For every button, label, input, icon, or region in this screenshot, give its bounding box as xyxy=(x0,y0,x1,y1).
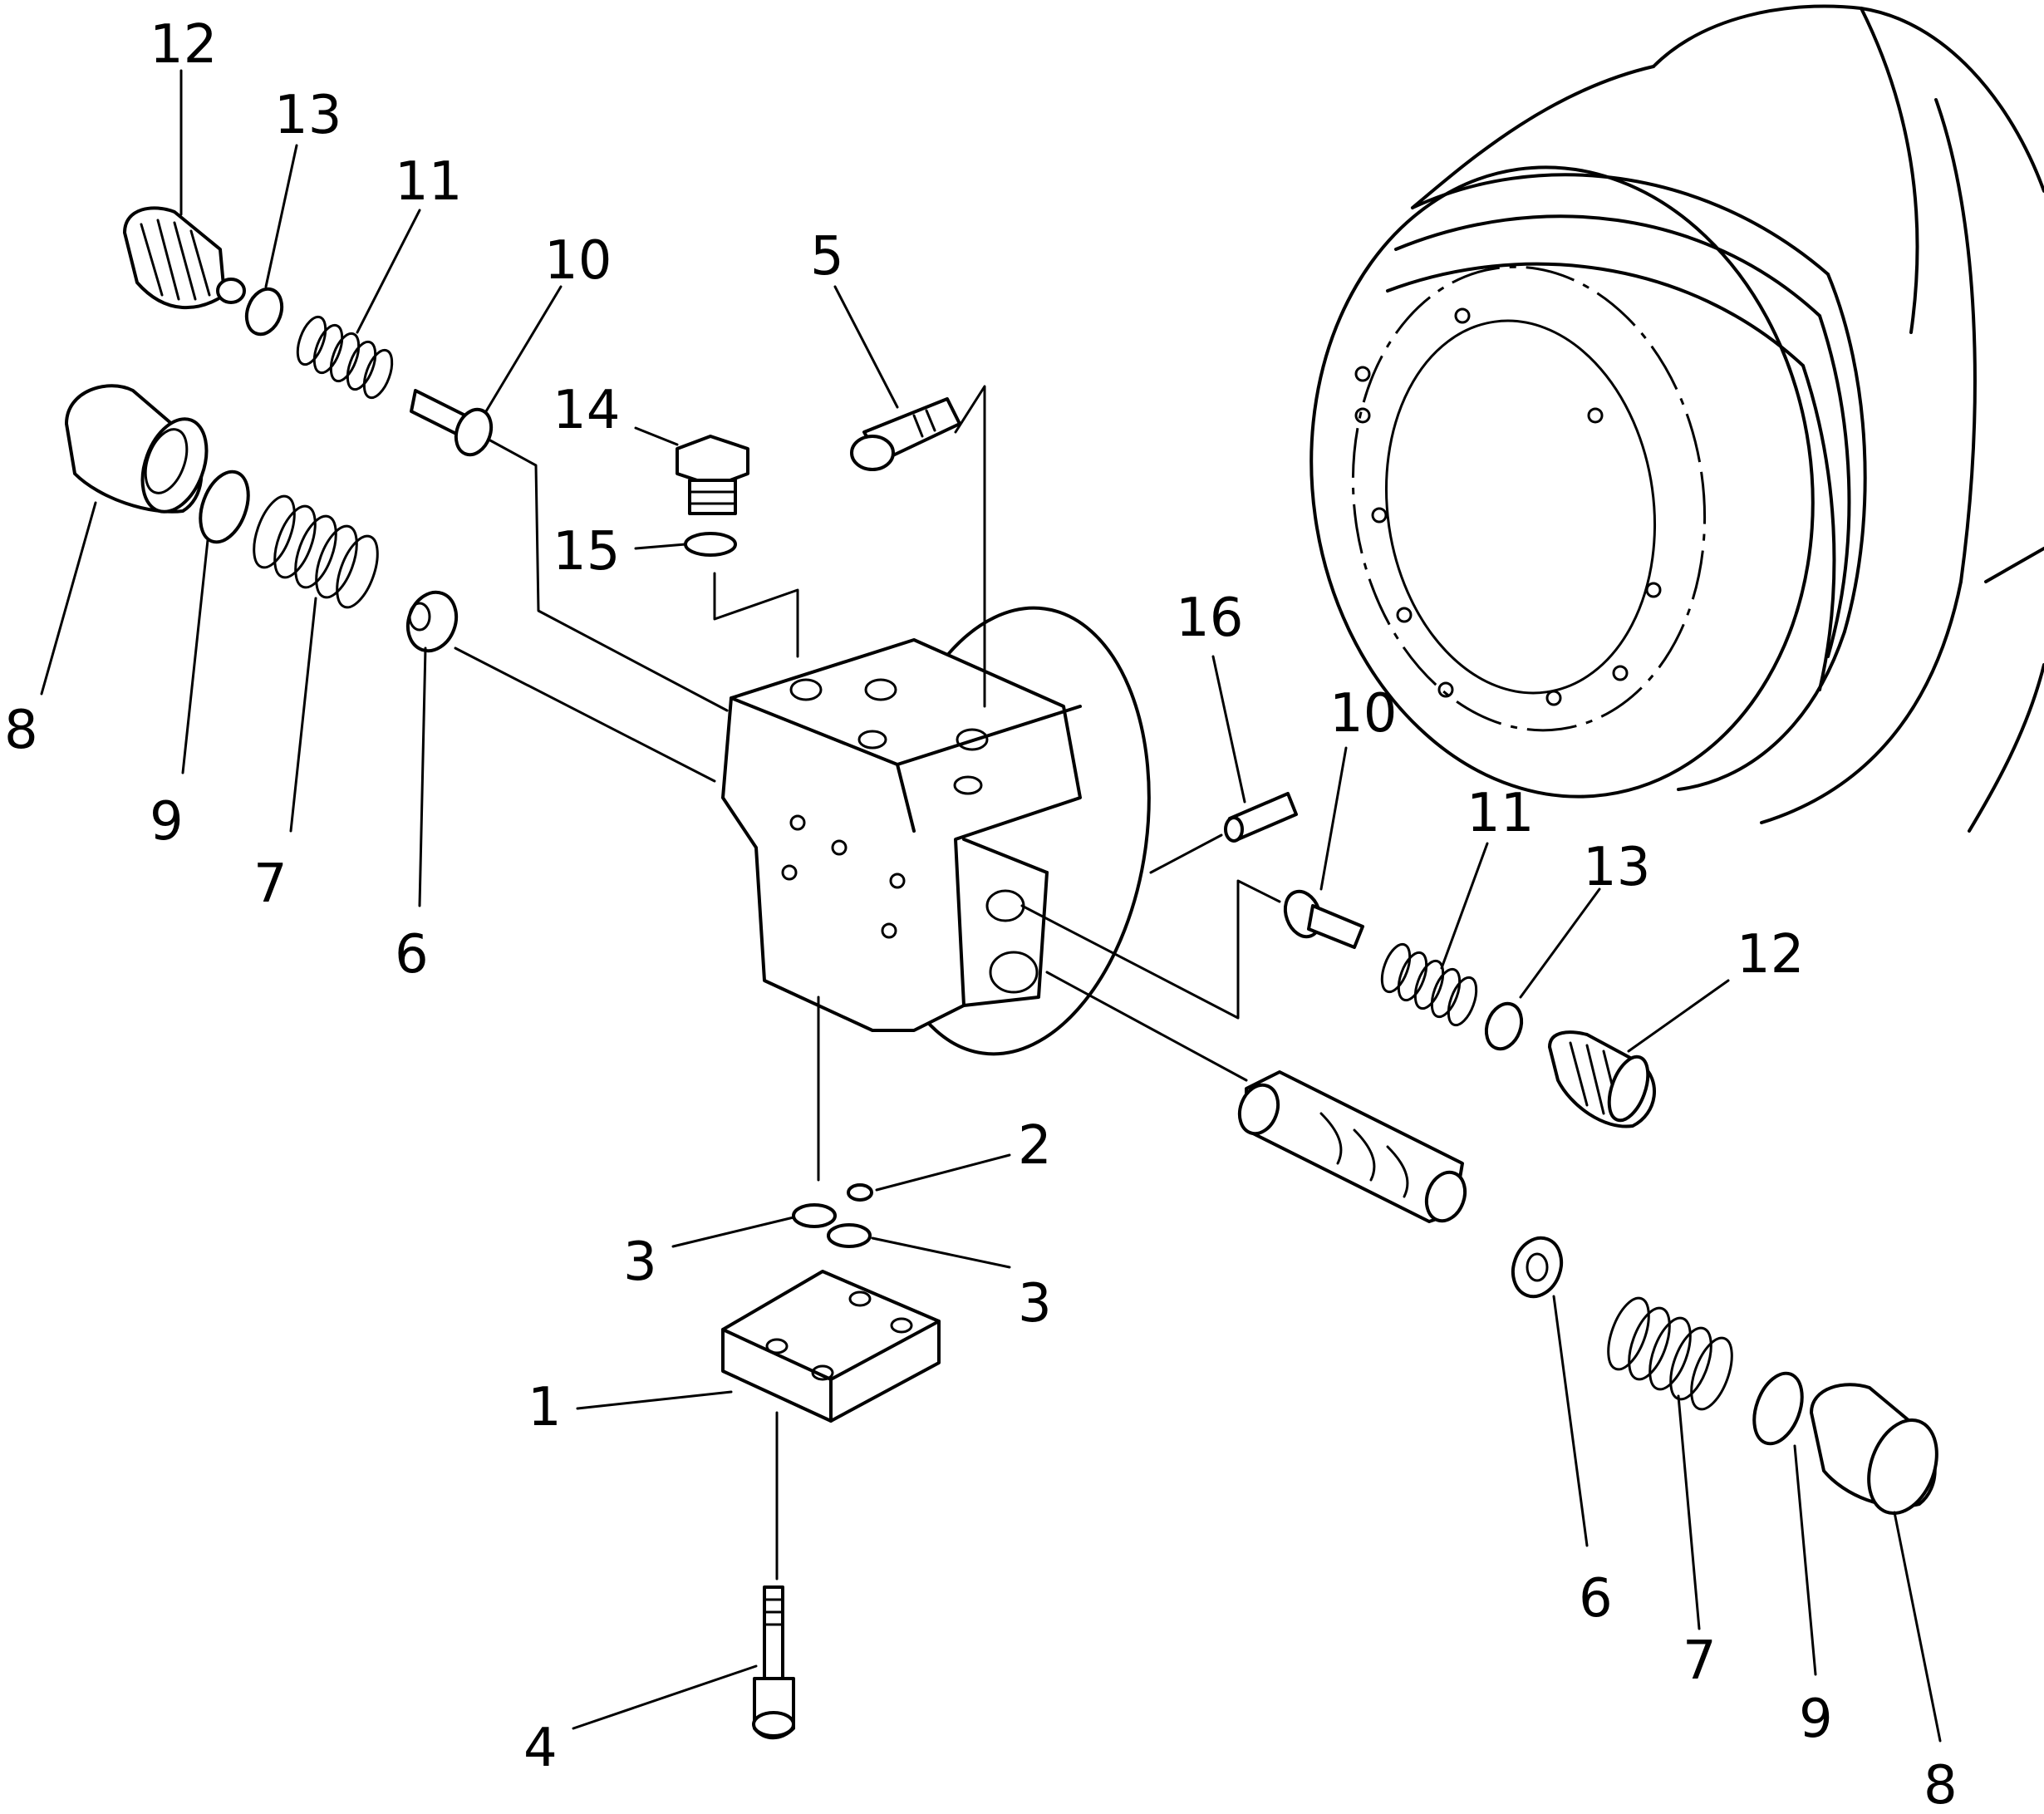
pin-16 xyxy=(1224,792,1298,843)
callout-16: 16 xyxy=(1176,587,1243,649)
callout-7-right: 7 xyxy=(1683,1630,1717,1692)
callout-10-right: 10 xyxy=(1329,683,1397,745)
spring-11-left xyxy=(296,315,394,400)
o-ring-13-right xyxy=(1484,1001,1524,1051)
callout-4: 4 xyxy=(523,1718,558,1779)
plug-8-right xyxy=(1810,1383,1938,1516)
callout-9-left: 9 xyxy=(150,791,184,853)
callout-15: 15 xyxy=(553,521,620,583)
spring-11-right xyxy=(1380,942,1478,1027)
o-ring-9-right xyxy=(1752,1371,1804,1446)
callout-13-right: 13 xyxy=(1583,837,1650,898)
callout-14: 14 xyxy=(553,380,620,441)
callout-12-left: 12 xyxy=(150,14,217,76)
o-rings-2-3 xyxy=(792,1183,873,1248)
callout-3-left: 3 xyxy=(623,1231,657,1293)
seat-6-right xyxy=(1511,1236,1564,1299)
callout-labels: 12 13 11 10 5 14 15 8 9 7 6 16 10 11 13 … xyxy=(4,14,1958,1814)
plug-8-left xyxy=(65,384,209,514)
part-plug-12-right xyxy=(1548,1030,1656,1128)
o-ring-9-left xyxy=(199,469,250,544)
o-ring-15 xyxy=(684,532,737,557)
o-ring-13-left xyxy=(244,287,284,337)
poppet-10-left xyxy=(410,389,494,457)
callout-8-right: 8 xyxy=(1924,1755,1958,1814)
callout-13-left: 13 xyxy=(274,85,341,146)
callout-8-left: 8 xyxy=(4,700,38,761)
poppet-10-right xyxy=(1283,889,1364,949)
callout-6-left: 6 xyxy=(395,924,429,986)
callout-5: 5 xyxy=(810,226,844,288)
callout-2: 2 xyxy=(1018,1115,1052,1177)
callout-10-left: 10 xyxy=(544,230,612,292)
spool xyxy=(1237,1070,1467,1223)
plug-14 xyxy=(676,435,749,515)
callout-7-left: 7 xyxy=(253,853,287,915)
spring-7-right xyxy=(1607,1296,1733,1411)
bolt-5 xyxy=(850,397,961,471)
callout-11-left: 11 xyxy=(395,151,462,213)
callout-3-right: 3 xyxy=(1018,1273,1052,1335)
cover-plate-1 xyxy=(721,1270,941,1423)
valve-body xyxy=(721,606,1151,1056)
callout-12-right: 12 xyxy=(1737,924,1804,986)
callout-11-right: 11 xyxy=(1467,783,1534,844)
callout-9-right: 9 xyxy=(1799,1689,1833,1750)
callout-6-right: 6 xyxy=(1579,1568,1613,1630)
part-plug-12-left xyxy=(123,206,246,310)
assembly-lines xyxy=(40,69,1942,1743)
motor-housing xyxy=(1309,4,2044,833)
spring-7-left xyxy=(253,494,379,609)
callout-1: 1 xyxy=(528,1377,562,1438)
bolt-4 xyxy=(752,1585,795,1740)
seat-6-left xyxy=(405,590,459,653)
